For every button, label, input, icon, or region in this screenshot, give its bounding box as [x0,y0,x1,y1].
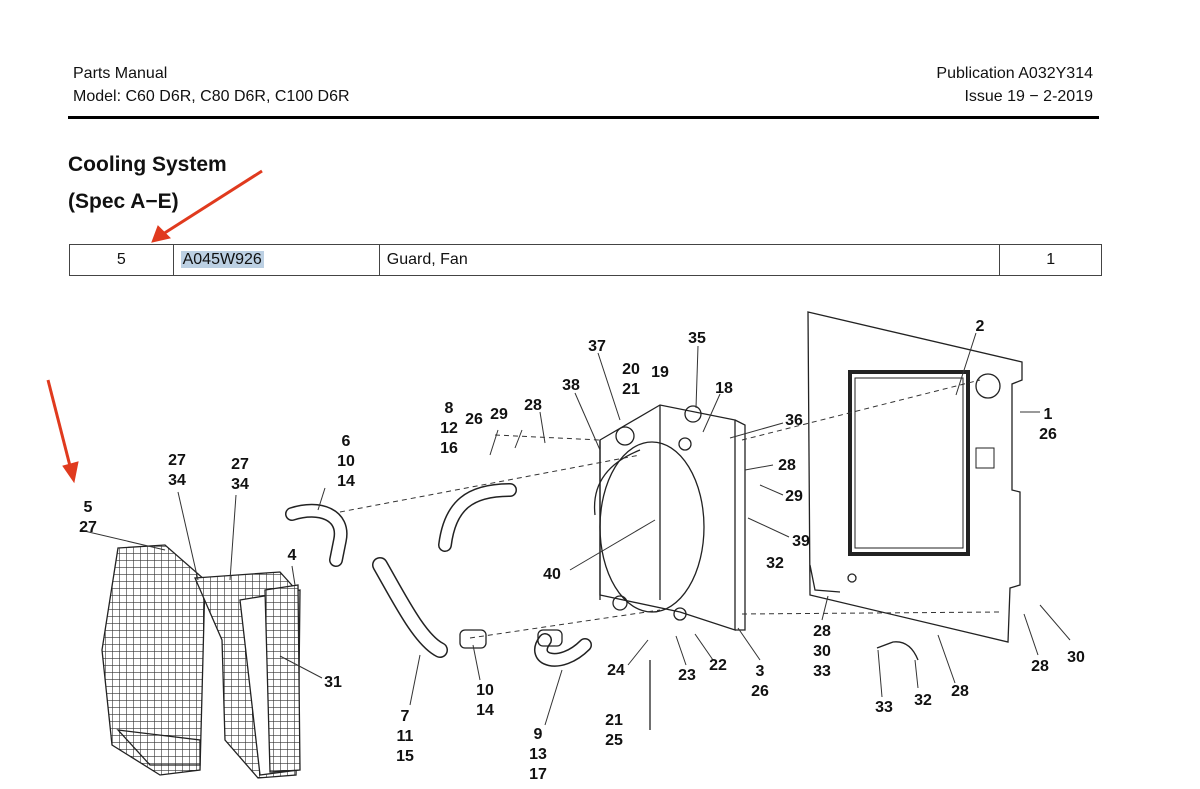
callout: 2 [976,318,985,335]
callout: 27 [168,452,186,469]
quantity-cell: 1 [999,244,1102,276]
table-row: 5 A045W926 Guard, Fan 1 [69,244,1102,276]
part-number-cell: A045W926 [172,244,380,276]
callout: 22 [709,657,727,674]
callout: 28 [1031,658,1049,675]
callout: 14 [337,473,355,490]
annotation-arrow-guard [46,379,79,484]
callout: 26 [751,683,769,700]
manual-title: Parts Manual [73,65,168,82]
callout: 14 [476,702,494,719]
callout: 15 [396,748,414,765]
description-cell: Guard, Fan [378,244,1001,276]
callout: 37 [588,338,606,355]
callout: 6 [342,433,351,450]
callout: 10 [476,682,494,699]
section-title: Cooling System [68,153,227,176]
leader-lines [79,332,1071,726]
callout: 1 [1044,406,1053,423]
callout: 34 [231,476,249,493]
callout: 8 [445,400,454,417]
callout: 13 [529,746,547,763]
callout: 23 [678,667,696,684]
annotation-arrow-title [151,169,263,243]
callout: 9 [534,726,543,743]
callout: 20 [622,361,640,378]
callout: 28 [951,683,969,700]
parts-table: 5 A045W926 Guard, Fan 1 [69,244,1102,276]
callout: 28 [524,397,542,414]
part-number-highlight[interactable]: A045W926 [180,251,264,268]
callouts: 2 1 26 35 37 20 21 19 18 38 36 28 29 39 … [79,318,1085,783]
hoses [285,483,919,730]
callout: 21 [605,712,623,729]
callout: 34 [168,472,186,489]
callout: 10 [337,453,355,470]
callout: 38 [562,377,580,394]
alignment-lines [339,379,1001,639]
callout: 3 [756,663,765,680]
header-right: Publication A032Y314 Issue 19 − 2-2019 [936,62,1093,108]
header-divider [68,116,1099,119]
callout: 29 [490,406,508,423]
callout: 24 [607,662,625,679]
callout: 26 [1039,426,1057,443]
shroud-panel [807,311,1023,643]
callout: 25 [605,732,623,749]
callout: 36 [785,412,803,429]
publication-number: Publication A032Y314 [936,65,1093,82]
callout: 16 [440,440,458,457]
callout: 27 [79,519,97,536]
callout: 5 [84,499,93,516]
callout: 17 [529,766,547,783]
callout: 33 [813,663,831,680]
callout: 28 [813,623,831,640]
callout: 26 [465,411,483,428]
callout: 28 [778,457,796,474]
callout: 12 [440,420,458,437]
callout: 32 [766,555,784,572]
callout: 30 [813,643,831,660]
model-line: Model: C60 D6R, C80 D6R, C100 D6R [73,88,350,105]
callout: 30 [1067,649,1085,666]
callout: 33 [875,699,893,716]
callout: 18 [715,380,733,397]
radiator [593,404,746,631]
fan-guard [101,544,301,779]
header-left: Parts Manual Model: C60 D6R, C80 D6R, C1… [73,62,350,108]
section-spec: (Spec A−E) [68,190,179,213]
callout: 31 [324,674,342,691]
callout: 7 [401,708,410,725]
callout: 29 [785,488,803,505]
section-heading: Cooling System (Spec A−E) [68,146,227,220]
callout: 32 [914,692,932,709]
item-number-cell: 5 [69,244,174,276]
callout: 11 [397,728,414,745]
issue-line: Issue 19 − 2-2019 [964,88,1093,105]
callout: 35 [688,330,706,347]
callout: 40 [543,566,561,583]
callout: 39 [792,533,810,550]
callout: 4 [288,547,297,564]
callout: 21 [622,381,640,398]
callout: 19 [651,364,669,381]
callout: 27 [231,456,249,473]
